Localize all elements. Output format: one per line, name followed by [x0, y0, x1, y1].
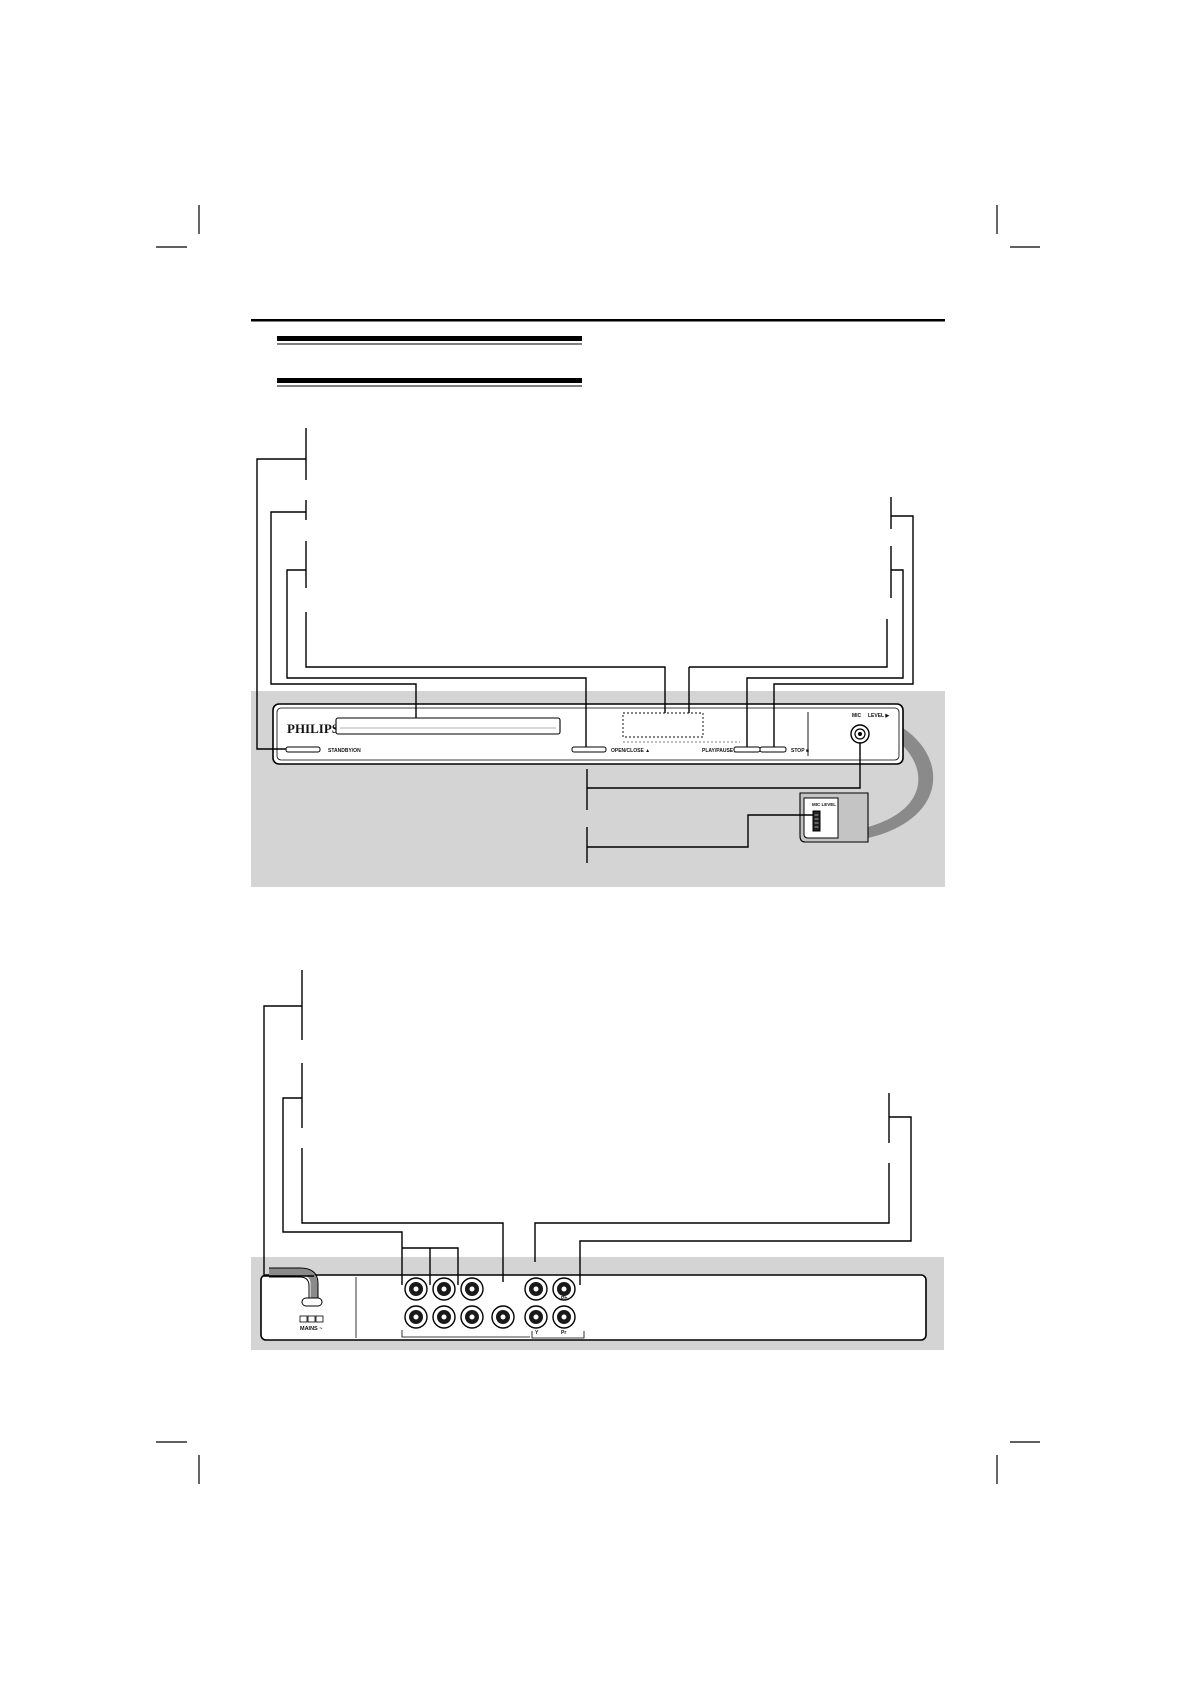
standby-on-label: STANDBY/ON [328, 748, 361, 754]
standby-on-button[interactable] [285, 746, 321, 753]
y-jack[interactable] [524, 1305, 548, 1329]
mains-label: MAINS ~ [300, 1326, 322, 1332]
audio-jack-1[interactable] [404, 1277, 428, 1301]
rear-panel-figure: MAINS ~ Y Pr Pb [251, 970, 944, 1350]
mains-cable [269, 1267, 319, 1300]
stop-button[interactable] [759, 746, 787, 753]
open-close-button[interactable] [571, 746, 607, 753]
open-close-label: OPEN/CLOSE ▲ [611, 748, 650, 754]
audio-jack-3[interactable] [460, 1277, 484, 1301]
front-leader-lines [256, 428, 914, 863]
brand-logo: PHILIPS [287, 721, 339, 736]
pr-jack[interactable] [552, 1305, 576, 1329]
audio-jack-4[interactable] [404, 1305, 428, 1329]
y-label: Y [535, 1330, 539, 1336]
pr-label: Pr [561, 1330, 566, 1336]
pb-jack[interactable] [552, 1277, 576, 1301]
mic-label: MIC [852, 713, 862, 719]
coaxial-jack[interactable] [491, 1305, 515, 1329]
mic-level-label: MIC LEVEL [812, 802, 836, 807]
play-pause-label: PLAY/PAUSE ▶II [702, 748, 742, 754]
disc-tray [335, 717, 561, 735]
crop-marks [156, 205, 1040, 1484]
pb-label: Pb [561, 1296, 567, 1302]
rear-device-body [260, 1274, 927, 1341]
play-pause-button[interactable] [733, 746, 761, 753]
audio-jack-2[interactable] [432, 1277, 456, 1301]
audio-jack-5[interactable] [432, 1305, 456, 1329]
front-panel-figure: PHILIPS STANDBY/ON OPEN/CLOSE ▲ PLAY/PAU… [251, 428, 945, 887]
rear-leader-lines [263, 970, 912, 1285]
stop-label: STOP ■ [791, 748, 809, 754]
display-window [622, 712, 704, 738]
mic-cable [868, 728, 934, 838]
header-rules [251, 319, 945, 387]
audio-jack-6[interactable] [460, 1305, 484, 1329]
jacks [404, 1277, 576, 1329]
mic-level-knob[interactable] [812, 810, 821, 832]
level-label: LEVEL ▶ [868, 713, 890, 719]
mains-socket [301, 1297, 323, 1307]
video-jack[interactable] [524, 1277, 548, 1301]
